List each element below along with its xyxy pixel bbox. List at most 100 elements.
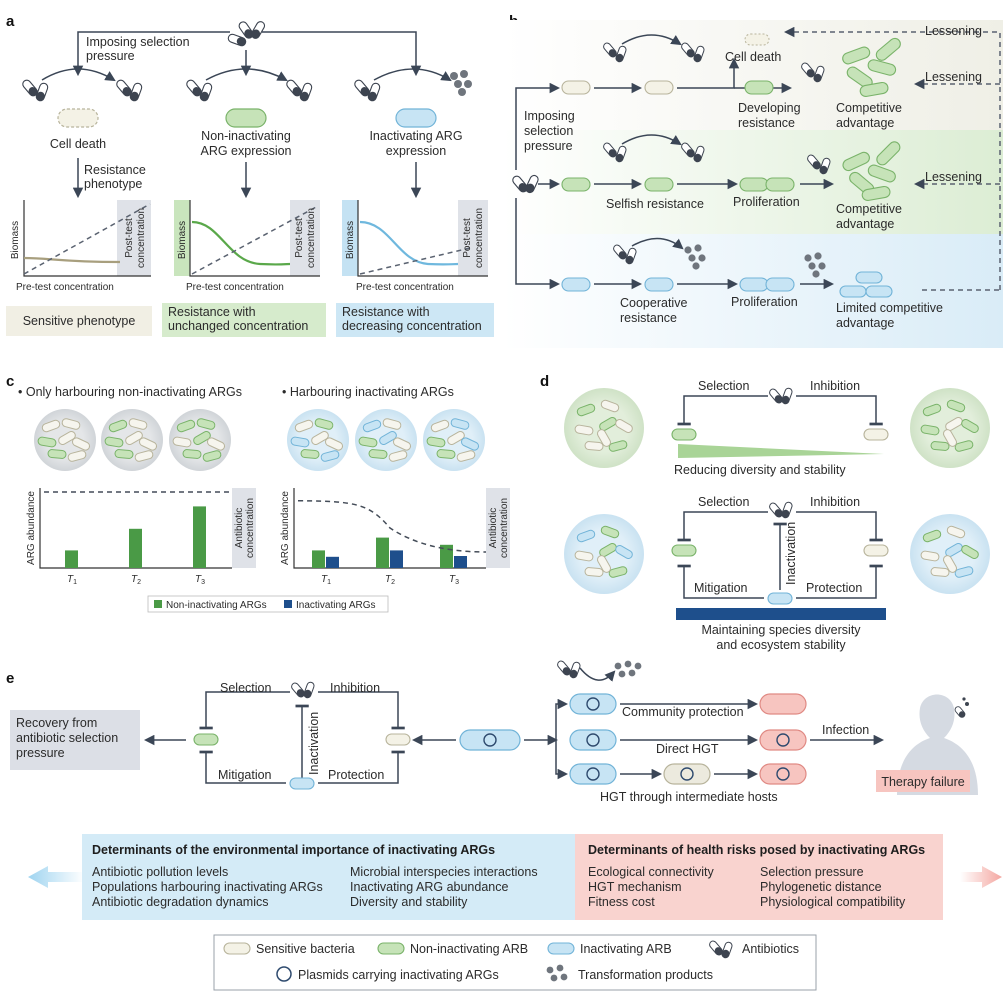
tick-label-T2: T2 [385,574,395,586]
right-arrow [960,866,1002,888]
sensitive-cell [863,544,889,557]
maintaining-bar [676,608,886,620]
dish-cell [954,566,974,578]
dish-cell [382,418,402,430]
dish-cell [615,545,633,559]
tick-label-T1: T1 [321,574,331,586]
antibiotic-icon [227,21,266,47]
c-ylabel-right: ARG abundance [280,491,291,565]
health-item: Selection pressure [760,865,864,879]
plot-non-inactivating: Biomass Post-test concentration Pre-test… [174,200,320,293]
dish-cell [104,436,124,448]
tick-label-T2: T2 [131,574,141,586]
conc-band [486,488,510,568]
b-limited-2: advantage [836,316,894,330]
dish-cell [450,418,470,430]
panel-label-c: c [6,373,14,390]
dish-cell [202,450,222,462]
dish-cell [922,403,942,417]
d-mitigation: Mitigation [694,581,748,595]
legend-inact-arb-swatch [547,942,575,955]
resistant-cell [739,177,769,192]
chart-right-axis [293,488,486,569]
b-selfish: Selfish resistance [606,197,704,211]
chart-right: ARG abundance Antibiotic concentration T… [280,488,510,586]
panel-label-e: e [6,670,14,687]
post-test-band [117,200,151,276]
dish-cell [584,441,604,451]
dish-cell [138,437,158,451]
bar-non-inactivating-T2 [129,528,142,568]
biomass-curve [23,256,121,264]
dish-cell [961,545,979,559]
dish-cell [128,418,148,430]
chart-left: ARG abundance Antibiotic concentration T… [26,488,256,586]
resistant-cell [765,177,795,192]
post-test-band [458,200,488,276]
c-conc-right-2: concentration [499,498,510,558]
b-lessening-1: Lessening [925,24,982,38]
bar-inactivating-T3 [454,556,467,568]
pathogen-cell [759,763,807,785]
concentration-line [297,500,487,553]
inactivating-arb [569,729,617,751]
dish-cell [930,567,950,577]
dish-cell [597,429,611,447]
dish-cell [61,418,81,430]
dish-cell [206,437,226,451]
bar-non-inactivating-T2 [376,537,389,568]
bar-inactivating-T1 [326,556,339,568]
dish-cell [597,555,611,573]
dish-cell [584,567,604,577]
env-item: Antibiotic degradation dynamics [92,895,269,909]
plasmid-icon [586,733,600,747]
dish-cell [615,419,633,433]
b-developing-1: Developing [738,101,801,115]
resistant-cell [744,80,774,95]
panel-a: Imposing selection pressure Cell death R… [6,21,494,337]
plasmid-icon [680,767,694,781]
plot-inactivating: Biomass Post-test concentration Pre-test… [342,200,488,293]
dish-cell [368,449,388,459]
antibiotic-icon [709,940,733,959]
antibiotic-icon [354,79,381,102]
box-unchanged-1: Resistance with [168,305,256,319]
e-mitigation: Mitigation [218,768,272,782]
resistant-cell [561,177,591,192]
inactivating-arb [569,763,617,785]
dish-cell [920,424,940,436]
box-unchanged-2: unchanged concentration [168,319,308,333]
dish-cell [436,449,456,459]
box-decreasing-2: decreasing concentration [342,319,482,333]
inactivating-cell [289,777,315,790]
dish-cell [320,450,340,462]
unchanged-concentration-box [162,303,326,337]
dish-cell [945,543,963,557]
biomass-band [342,200,358,276]
e-recovery-2: antibiotic selection [16,731,118,745]
plasmid-icon [483,733,497,747]
transformation-products-icon [546,964,568,982]
dish-cell [300,449,320,459]
post-test-label-2: concentration [136,208,147,268]
dish-cell [125,431,143,445]
panel-b: Imposing selection pressure Cell death D… [503,20,1003,348]
c-legend-non: Non-inactivating ARGs [166,600,267,611]
dish-cell [922,529,942,543]
antibiotic-icon [186,79,213,102]
plasmid-icon [586,697,600,711]
b-cooperative-2: resistance [620,311,677,325]
antibiotic-icon [769,501,793,519]
inactivating-cell [765,277,795,292]
b-cooperative-1: Cooperative [620,296,687,310]
e-therapy: Therapy failure [881,775,964,789]
health-box [575,834,943,920]
dish-cell [290,436,310,448]
c-ylabel-left: ARG abundance [26,491,37,565]
tick-label-T3: T3 [195,574,205,586]
a-inact-2: expression [386,144,446,158]
dish-cell [608,566,628,578]
antibiotic-icon [286,79,313,102]
